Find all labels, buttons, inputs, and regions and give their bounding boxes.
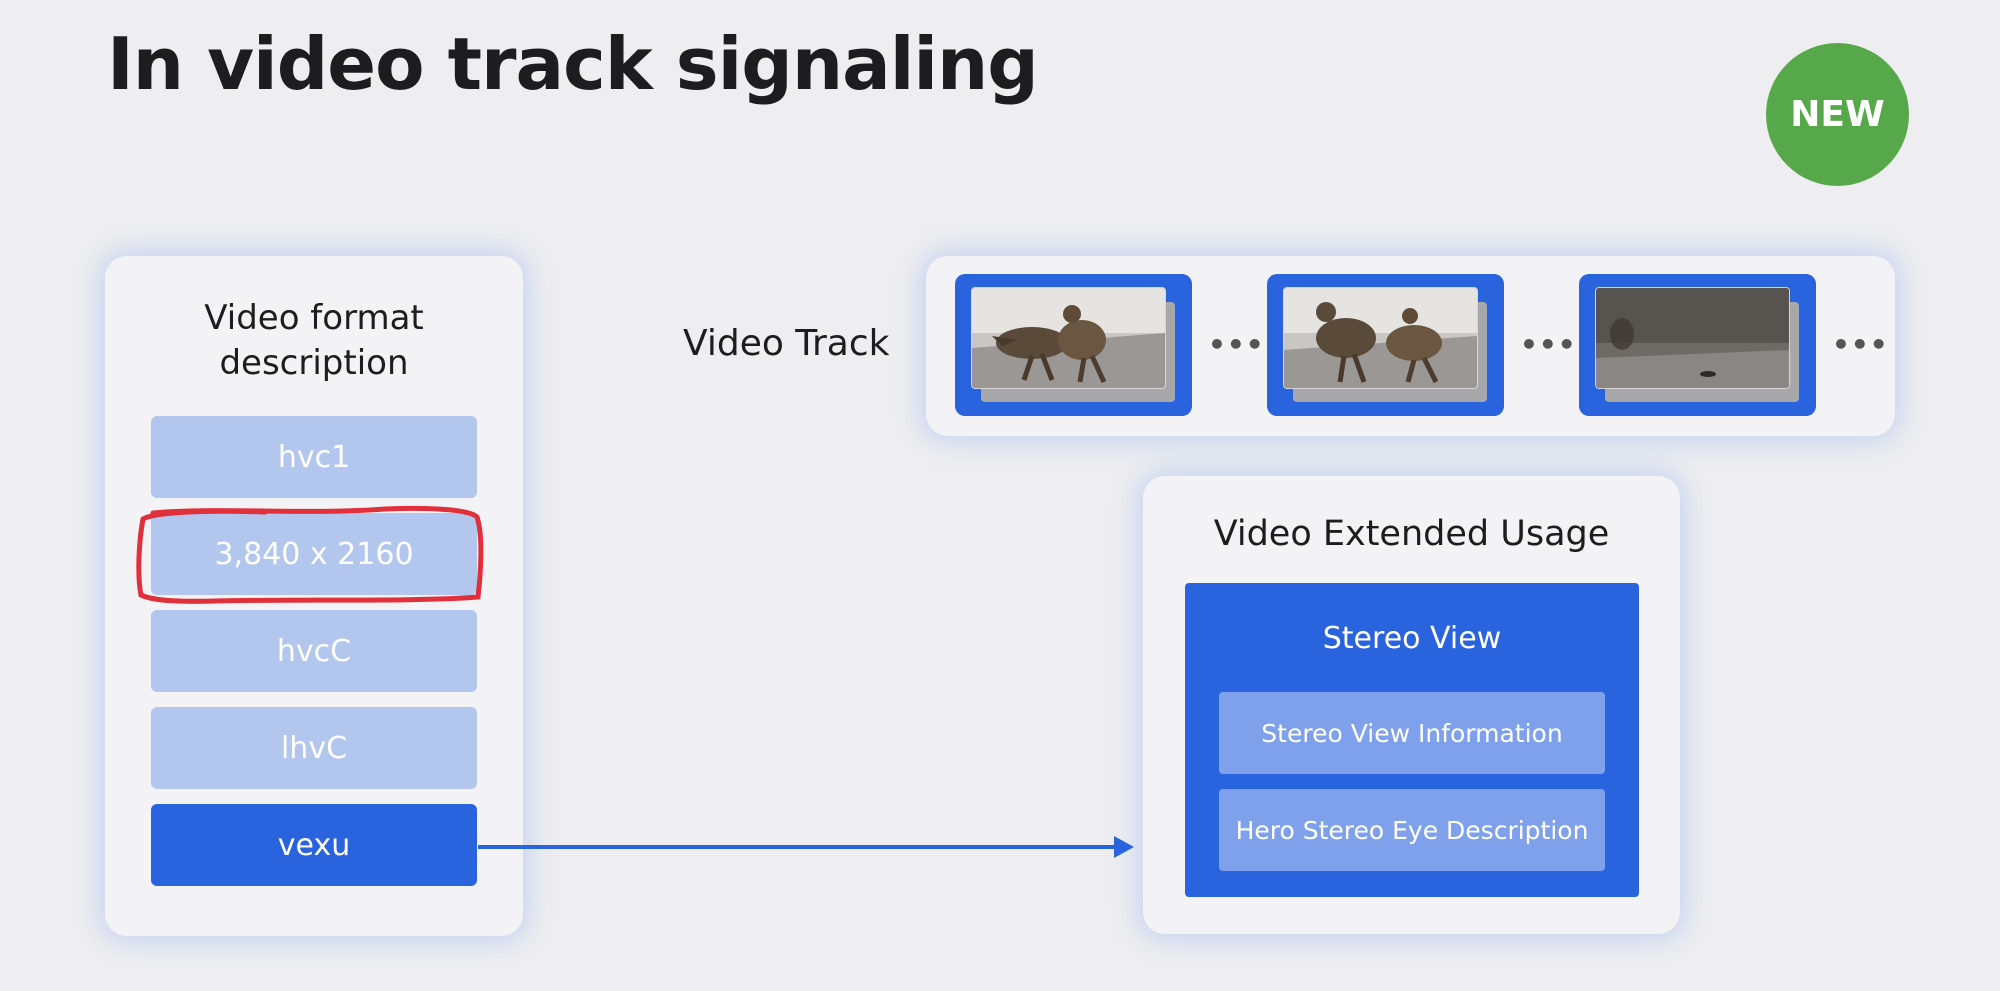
stereo-view-box: Stereo View Stereo View Information Hero…	[1185, 583, 1639, 897]
video-frame-2	[1267, 274, 1504, 416]
video-track-label: Video Track	[683, 323, 890, 364]
video-frame-1	[955, 274, 1192, 416]
hero-stereo-eye-description-box: Hero Stereo Eye Description	[1219, 789, 1605, 871]
box-resolution: 3,840 x 2160	[151, 513, 477, 595]
new-badge-label: NEW	[1790, 94, 1885, 135]
video-track-panel: ••• •••	[926, 256, 1895, 436]
box-vexu: vexu	[151, 804, 477, 886]
dinosaur-frame-image	[1595, 287, 1790, 389]
video-frame-3	[1579, 274, 1816, 416]
dinosaur-frame-image	[1283, 287, 1478, 389]
track-ellipsis-1: •••	[1208, 328, 1265, 361]
stereo-view-information-box: Stereo View Information	[1219, 692, 1605, 774]
slide-title: In video track signaling	[107, 22, 1039, 106]
track-ellipsis-2: •••	[1520, 328, 1577, 361]
format-description-title-line1: Video format	[204, 298, 424, 338]
format-description-title: Video format description	[105, 296, 523, 386]
extended-usage-title: Video Extended Usage	[1213, 514, 1610, 554]
box-lhvc: lhvC	[151, 707, 477, 789]
format-description-title-line2: description	[219, 343, 409, 383]
box-hvc1: hvc1	[151, 416, 477, 498]
track-ellipsis-3: •••	[1832, 328, 1889, 361]
stereo-view-title: Stereo View	[1322, 621, 1502, 656]
box-hvcc: hvcC	[151, 610, 477, 692]
annotation-circle	[136, 505, 484, 604]
connector-arrow	[478, 836, 1134, 858]
new-badge: NEW	[1766, 43, 1909, 186]
dinosaur-frame-image	[971, 287, 1166, 389]
extended-usage-panel: Video Extended Usage Stereo View Stereo …	[1143, 476, 1680, 934]
